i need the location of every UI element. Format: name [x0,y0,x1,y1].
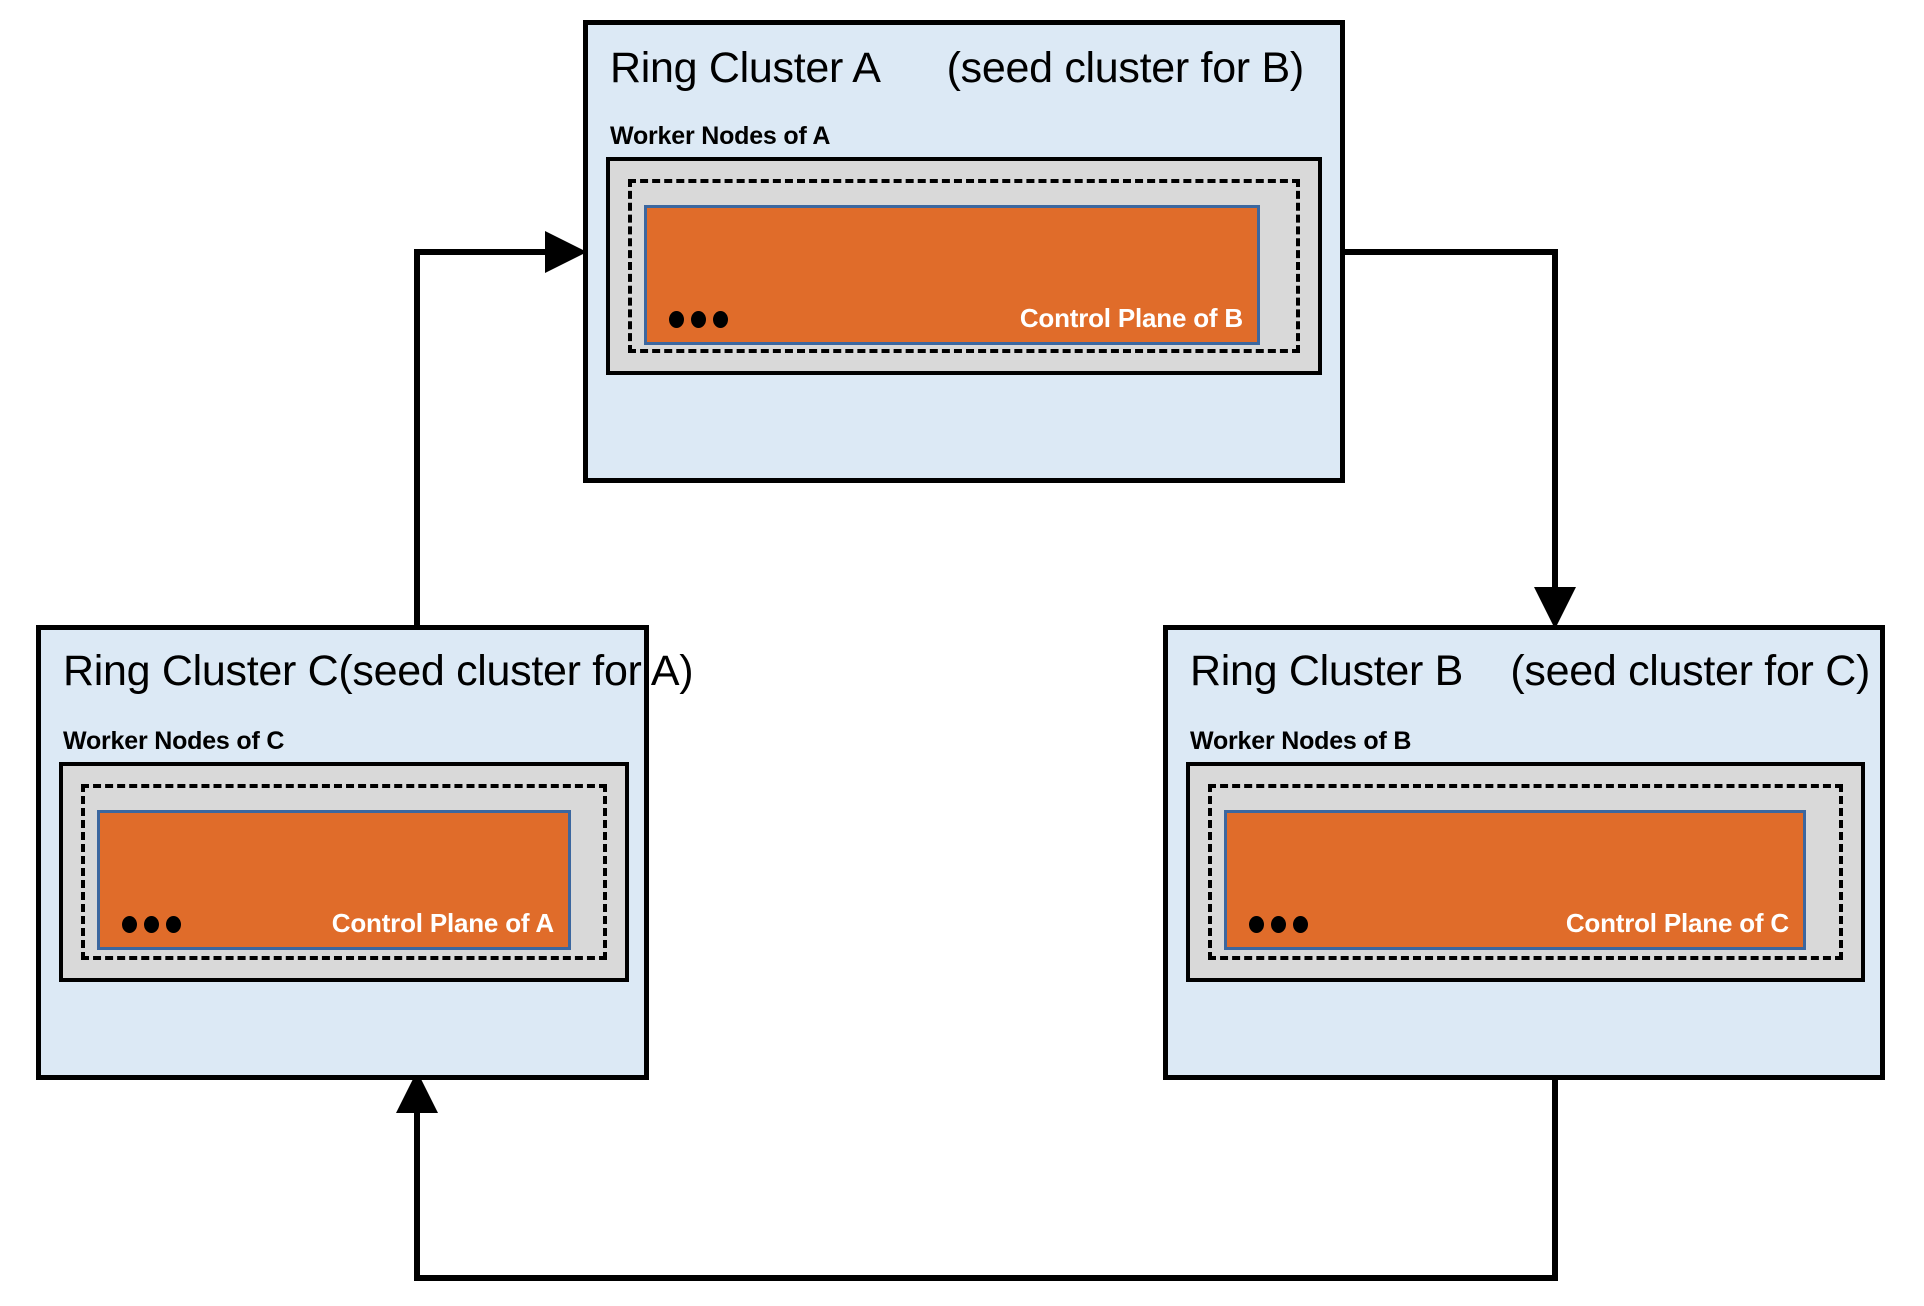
arrow-b-to-c [396,1062,1558,1281]
cluster-a-ellipsis-dots [669,311,728,328]
cluster-c-worker-box[interactable]: Control Plane of A [59,762,629,982]
cluster-b-worker-dashed [1208,784,1843,960]
cluster-c-control-plane-label: Control Plane of A [331,908,554,938]
cluster-c-worker-dashed [81,784,607,960]
arrow-c-to-a [414,231,587,630]
cluster-c-worker-label: Worker Nodes of C [63,727,285,755]
cluster-b-worker-box[interactable]: Control Plane of C [1186,762,1865,982]
cluster-c-header: Ring Cluster C (seed cluster for A) [63,638,694,704]
cluster-b-ellipsis-dots [1249,916,1308,933]
cluster-a-worker-box[interactable]: Control Plane of B [606,157,1322,375]
cluster-a-control-plane[interactable]: Control Plane of B [644,205,1260,345]
cluster-b-control-plane[interactable]: Control Plane of C [1224,810,1806,950]
cluster-box-c[interactable]: Ring Cluster C (seed cluster for A) Work… [36,625,694,1080]
cluster-a-control-plane-label: Control Plane of B [1019,303,1243,333]
cluster-a-worker-dashed [628,179,1300,353]
cluster-a-header: Ring Cluster A (seed cluster for B) [610,35,1330,101]
cluster-b-seed-note: (seed cluster for C) [1510,646,1870,695]
cluster-a-worker-label: Worker Nodes of A [610,122,831,150]
cluster-box-a[interactable]: Ring Cluster A (seed cluster for B) Work… [583,20,1345,483]
cluster-b-title: Ring Cluster B [1190,646,1464,695]
arrow-a-to-b [1345,249,1576,629]
cluster-c-seed-note: (seed cluster for A) [338,646,694,695]
cluster-a-title: Ring Cluster A [610,43,881,92]
cluster-b-header: Ring Cluster B (seed cluster for C) [1190,638,1870,704]
cluster-a-seed-note: (seed cluster for B) [946,43,1305,92]
cluster-c-title: Ring Cluster C [63,646,339,695]
cluster-c-ellipsis-dots [122,916,181,933]
cluster-b-worker-label: Worker Nodes of B [1190,727,1412,755]
cluster-b-control-plane-label: Control Plane of C [1565,908,1789,938]
cluster-box-b[interactable]: Ring Cluster B (seed cluster for C) Work… [1163,625,1885,1080]
cluster-c-control-plane[interactable]: Control Plane of A [97,810,571,950]
